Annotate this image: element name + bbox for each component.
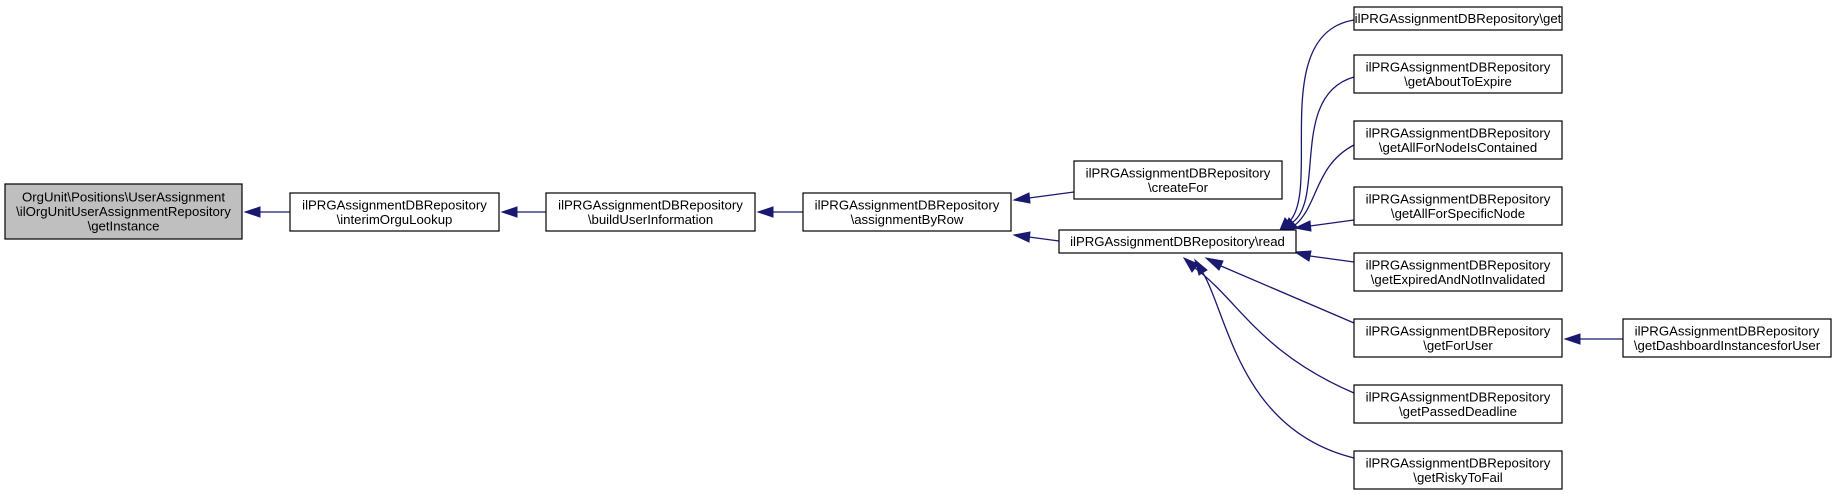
node-label-line: ilPRGAssignmentDBRepository [1366, 455, 1551, 470]
arrowhead-icon [1204, 257, 1224, 271]
edge-interimOrguLookup-to-getInstance [243, 206, 290, 218]
node-label-line: \getAllForSpecificNode [1391, 206, 1525, 221]
edge-getRiskyToFail-to-read [1194, 258, 1355, 459]
node-label-line: \getDashboardInstancesforUser [1634, 338, 1821, 353]
edge-getPassedDeadline-to-read [1182, 256, 1355, 394]
node-box [1073, 160, 1283, 200]
node-box [1353, 384, 1563, 424]
node-label-line: \getForUser [1423, 338, 1493, 353]
edge-getForUser-to-read [1204, 257, 1355, 324]
edge-getAllForSpecificNode-to-read [1293, 219, 1355, 232]
node-label-line: ilPRGAssignmentDBRepository [1366, 323, 1551, 338]
node-getPassedDeadline[interactable]: ilPRGAssignmentDBRepository\getPassedDea… [1353, 384, 1563, 424]
edge-line [1294, 144, 1355, 226]
node-box [1353, 186, 1563, 226]
node-box [1353, 120, 1563, 160]
node-box [802, 192, 1012, 232]
node-getRiskyToFail[interactable]: ilPRGAssignmentDBRepository\getRiskyToFa… [1353, 450, 1563, 490]
node-label-line: ilPRGAssignmentDBRepository [1366, 125, 1551, 140]
node-box [1353, 54, 1563, 94]
node-label-line: \buildUserInformation [588, 212, 713, 227]
edge-getExpiredAndNotInvalidated-to-read [1293, 250, 1355, 263]
node-layer: OrgUnit\Positions\UserAssignment\ilOrgUn… [4, 6, 1832, 490]
edge-getDashboardInstancesforUser-to-getForUser [1563, 333, 1623, 345]
edge-line [1220, 265, 1355, 324]
node-label-line: ilPRGAssignmentDBRepository [1366, 257, 1551, 272]
node-getForUser[interactable]: ilPRGAssignmentDBRepository\getForUser [1353, 318, 1563, 358]
node-label-line: ilPRGAssignmentDBRepository [1635, 323, 1820, 338]
node-label-line: \getAboutToExpire [1404, 74, 1512, 89]
node-getAllForSpecificNode[interactable]: ilPRGAssignmentDBRepository\getAllForSpe… [1353, 186, 1563, 226]
edge-line [1292, 76, 1355, 223]
node-label-line: ilPRGAssignmentDBRepository [302, 197, 487, 212]
node-label-line: ilPRGAssignmentDBRepository [1086, 165, 1271, 180]
node-box [1353, 450, 1563, 490]
edge-get-to-read [1279, 19, 1355, 231]
node-buildUserInformation[interactable]: ilPRGAssignmentDBRepository\buildUserInf… [545, 192, 756, 232]
node-label-line: \getAllForNodeIsContained [1379, 140, 1537, 155]
arrowhead-icon [1194, 258, 1208, 276]
node-label-line: \getInstance [88, 219, 160, 234]
node-label-line: \getExpiredAndNotInvalidated [1371, 272, 1545, 287]
node-label-line: \getRiskyToFail [1413, 470, 1502, 485]
node-get[interactable]: ilPRGAssignmentDBRepository\get [1353, 6, 1563, 31]
edge-layer [243, 19, 1623, 459]
node-label-line: \interimOrguLookup [337, 212, 453, 227]
edge-line [1288, 19, 1355, 223]
arrowhead-icon [500, 206, 518, 218]
edge-line [1202, 272, 1355, 459]
edge-line [1194, 267, 1355, 394]
node-getAboutToExpire[interactable]: ilPRGAssignmentDBRepository\getAboutToEx… [1353, 54, 1563, 94]
edge-line [1309, 255, 1355, 263]
node-label-line: \getPassedDeadline [1399, 404, 1517, 419]
node-getExpiredAndNotInvalidated[interactable]: ilPRGAssignmentDBRepository\getExpiredAn… [1353, 252, 1563, 292]
node-getDashboardInstancesforUser[interactable]: ilPRGAssignmentDBRepository\getDashboard… [1622, 318, 1832, 358]
node-assignmentByRow[interactable]: ilPRGAssignmentDBRepository\assignmentBy… [802, 192, 1012, 232]
node-box [1353, 252, 1563, 292]
arrowhead-icon [756, 206, 774, 218]
node-label-line: \ilOrgUnitUserAssignmentRepository [16, 204, 231, 219]
node-label-line: \assignmentByRow [851, 212, 964, 227]
arrowhead-icon [1293, 220, 1312, 232]
node-label-line: ilPRGAssignmentDBRepository [815, 197, 1000, 212]
edge-createFor-to-assignmentByRow [1012, 191, 1075, 204]
node-getInstance[interactable]: OrgUnit\Positions\UserAssignment\ilOrgUn… [4, 183, 243, 240]
node-createFor[interactable]: ilPRGAssignmentDBRepository\createFor [1073, 160, 1283, 200]
edge-line [1309, 219, 1355, 227]
node-label-line: ilPRGAssignmentDBRepository [1366, 59, 1551, 74]
node-box [289, 192, 500, 232]
arrowhead-icon [1293, 250, 1312, 262]
arrowhead-icon [1012, 231, 1031, 243]
edge-getAllForNodeIsContained-to-read [1282, 144, 1355, 232]
edge-line [1028, 236, 1060, 242]
node-box [1353, 6, 1563, 31]
edge-assignmentByRow-to-buildUserInformation [756, 206, 803, 218]
node-read[interactable]: ilPRGAssignmentDBRepository\read [1058, 229, 1297, 254]
edge-buildUserInformation-to-interimOrguLookup [500, 206, 546, 218]
node-box [4, 183, 243, 240]
arrowhead-icon [1563, 333, 1581, 345]
arrowhead-icon [243, 206, 261, 218]
node-box [1058, 229, 1297, 254]
node-label-line: OrgUnit\Positions\UserAssignment [22, 190, 225, 205]
node-label-line: ilPRGAssignmentDBRepository [558, 197, 743, 212]
node-box [545, 192, 756, 232]
node-label-line: ilPRGAssignmentDBRepository [1366, 389, 1551, 404]
node-box [1622, 318, 1832, 358]
node-label-line: ilPRGAssignmentDBRepository [1366, 191, 1551, 206]
node-getAllForNodeIsContained[interactable]: ilPRGAssignmentDBRepository\getAllForNod… [1353, 120, 1563, 160]
arrowhead-icon [1182, 256, 1199, 273]
edge-read-to-assignmentByRow [1012, 231, 1060, 243]
node-box [1353, 318, 1563, 358]
node-interimOrguLookup[interactable]: ilPRGAssignmentDBRepository\interimOrguL… [289, 192, 500, 232]
edge-getAboutToExpire-to-read [1282, 76, 1355, 231]
edge-line [1028, 191, 1075, 199]
arrowhead-icon [1012, 192, 1031, 204]
node-label-line: ilPRGAssignmentDBRepository\get [1355, 11, 1562, 26]
node-label-line: \createFor [1148, 180, 1209, 195]
node-label-line: ilPRGAssignmentDBRepository\read [1070, 234, 1285, 249]
